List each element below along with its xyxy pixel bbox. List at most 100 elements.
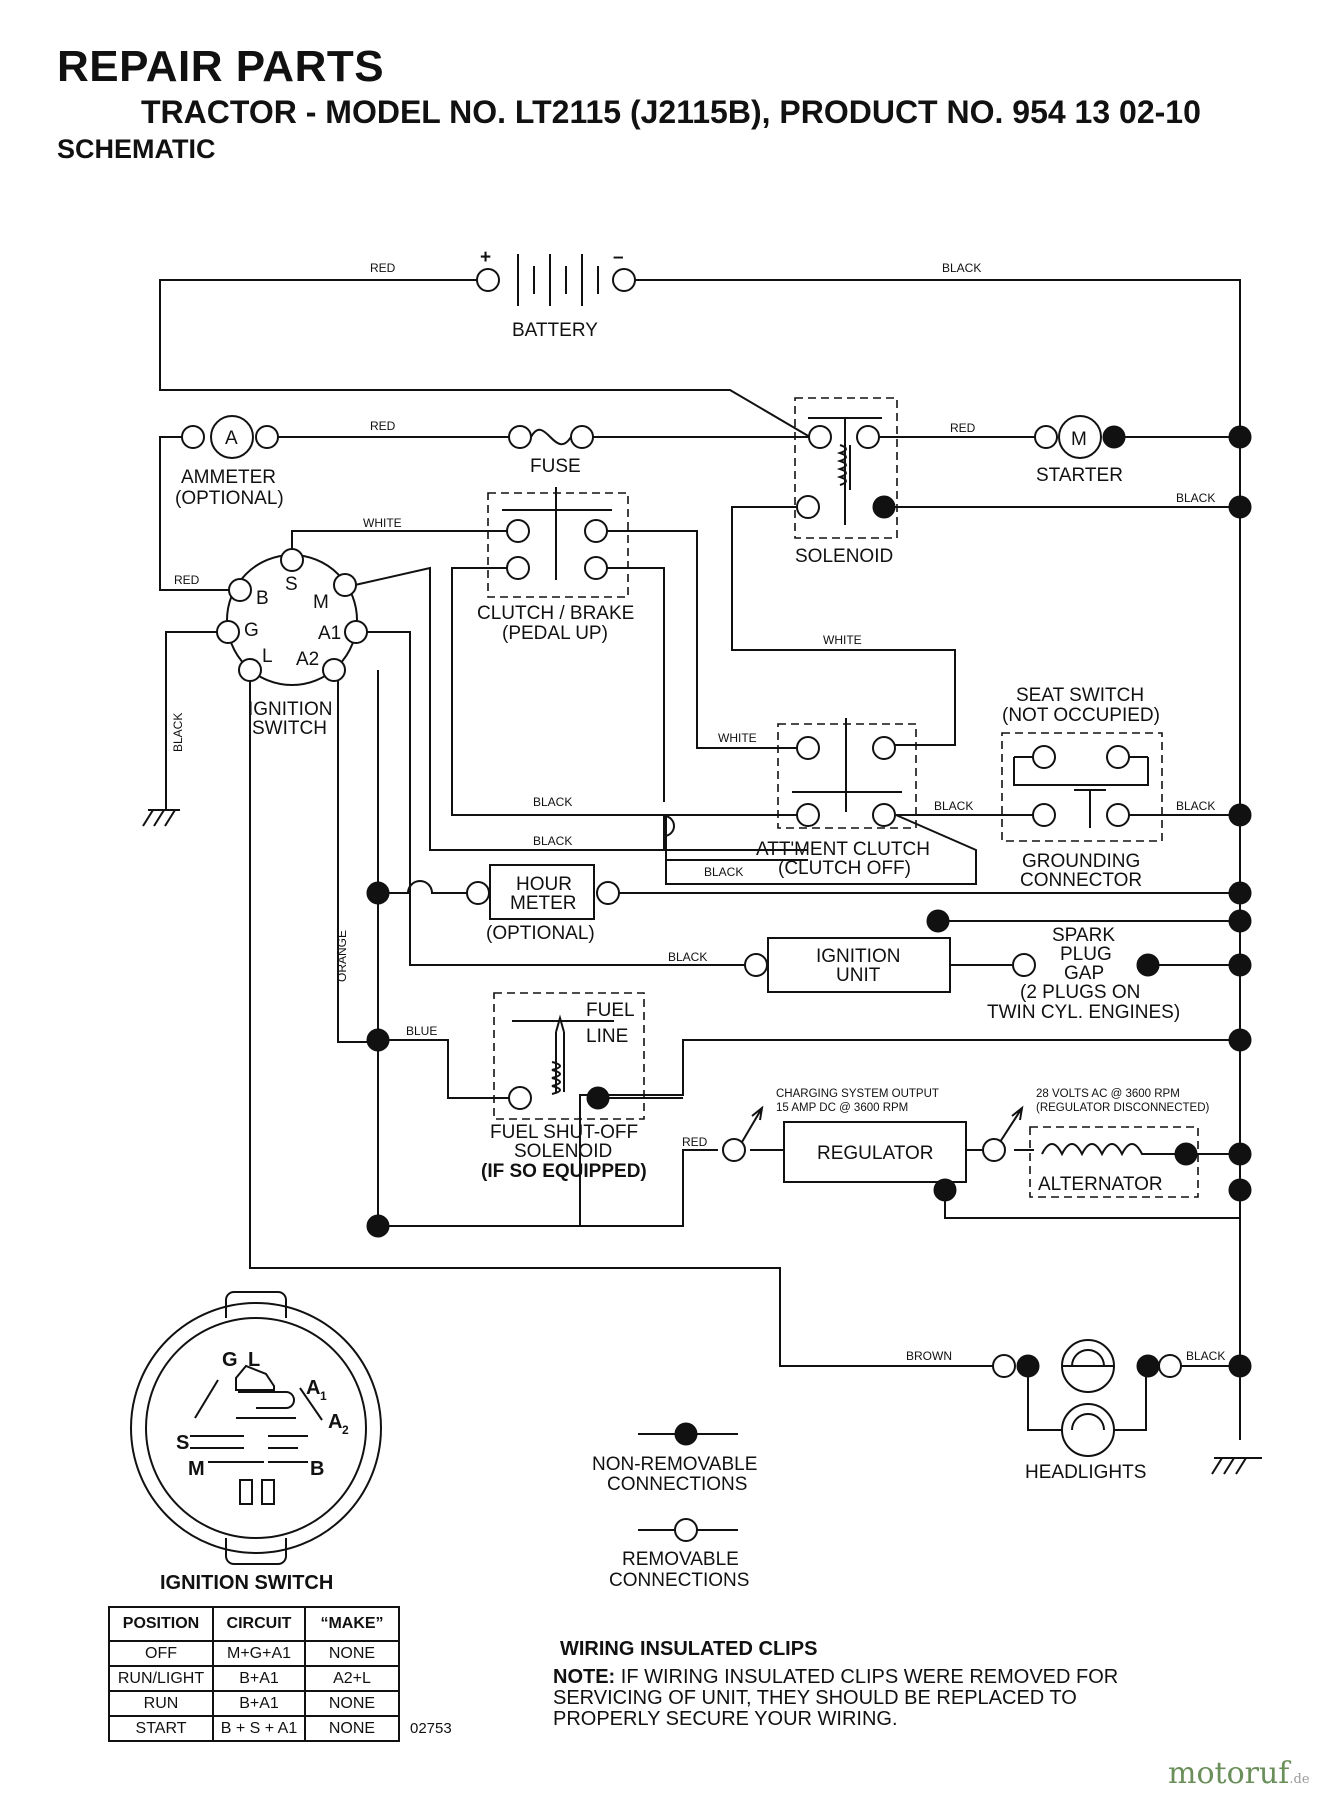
alternator-output-line2: (REGULATOR DISCONNECTED) (1036, 1102, 1210, 1114)
battery-label: BATTERY (512, 320, 598, 341)
spark-line5: TWIN CYL. ENGINES) (987, 1002, 1180, 1023)
table-row: RUN B+A1 NONE (108, 1690, 400, 1717)
wire-att-clutch-bottom (665, 814, 977, 885)
regulator-label: REGULATOR (817, 1143, 934, 1164)
wire-label: RED (370, 419, 396, 433)
face-label-g: G (222, 1349, 238, 1371)
column-header: “MAKE” (304, 1606, 400, 1642)
att-clutch-note: (CLUTCH OFF) (778, 858, 911, 879)
label-b: B (256, 588, 269, 609)
wire-battery-negative (624, 279, 1241, 1440)
spark-line3: GAP (1064, 963, 1104, 984)
wire-label: WHITE (823, 633, 862, 647)
ignition-switch-label1: IGNITION (248, 699, 332, 720)
seat-switch: SEAT SWITCH (NOT OCCUPIED) GROUNDING CON… (1001, 685, 1163, 891)
table-cell: NONE (304, 1690, 400, 1717)
wire-label: BROWN (906, 1349, 952, 1363)
battery-cells (517, 254, 599, 306)
wire-label: BLACK (533, 795, 572, 809)
charging-output-line1: CHARGING SYSTEM OUTPUT (776, 1088, 939, 1100)
table-cell: B + S + A1 (212, 1715, 306, 1742)
solenoid: SOLENOID (794, 397, 898, 567)
starter-label: STARTER (1036, 465, 1123, 486)
fuse-label: FUSE (530, 456, 581, 477)
face-label-a2-sub: 2 (342, 1423, 349, 1437)
terminal-a1 (344, 620, 368, 644)
wire-label: BLACK (171, 713, 185, 752)
table-cell: RUN/LIGHT (108, 1665, 214, 1692)
wire-ammeter-to-switch (159, 436, 238, 591)
battery-minus-label: – (613, 247, 624, 268)
alternator: ALTERNATOR (1029, 1126, 1199, 1198)
grounding-label1: GROUNDING (1022, 851, 1140, 872)
watermark-tld: .de (1289, 1772, 1310, 1787)
wire-battery-positive (159, 279, 811, 438)
legend-removable-2: CONNECTIONS (609, 1570, 749, 1591)
table-row: START B + S + A1 NONE (108, 1715, 400, 1742)
hour-meter-line1: HOUR (516, 874, 572, 895)
starter: M STARTER (1034, 415, 1126, 486)
terminal-m (333, 573, 357, 597)
regulator: CHARGING SYSTEM OUTPUT 15 AMP DC @ 3600 … (722, 1088, 1210, 1202)
terminal-b (228, 578, 252, 602)
model-subtitle: TRACTOR - MODEL NO. LT2115 (J2115B), PRO… (141, 94, 1201, 130)
ignition-unit-line2: UNIT (836, 965, 881, 986)
page-title: REPAIR PARTS (57, 42, 385, 91)
spark-plug: SPARK PLUG GAP (2 PLUGS ON TWIN CYL. ENG… (987, 925, 1180, 1023)
wire-hour-meter (378, 880, 470, 894)
battery: + – BATTERY (476, 247, 636, 341)
face-label-s: S (176, 1432, 189, 1454)
terminal-s (280, 548, 304, 572)
wire-m-terminal (354, 566, 808, 851)
wire-seat-switch (1013, 757, 1149, 786)
clips-note: NOTE: IF WIRING INSULATED CLIPS WERE REM… (553, 1667, 1173, 1730)
column-header: POSITION (108, 1606, 214, 1642)
grounding-label2: CONNECTOR (1020, 870, 1142, 891)
fuel-line-label2: LINE (586, 1026, 628, 1047)
table-header-row: POSITION CIRCUIT “MAKE” (108, 1606, 400, 1642)
wire-label: BLACK (704, 865, 743, 879)
table-cell: B+A1 (212, 1665, 306, 1692)
table-cell: M+G+A1 (212, 1640, 306, 1667)
wire-label: RED (950, 421, 976, 435)
hour-meter-line2: METER (510, 893, 577, 914)
clutch-brake-note: (PEDAL UP) (502, 623, 608, 644)
ignition-unit-line1: IGNITION (816, 946, 900, 967)
terminal-a2 (322, 658, 346, 682)
headlights-label: HEADLIGHTS (1025, 1462, 1146, 1483)
ignition-switch-table: POSITION CIRCUIT “MAKE” OFF M+G+A1 NONE … (108, 1606, 400, 1742)
spark-line1: SPARK (1052, 925, 1115, 946)
wire-label: BLACK (668, 950, 707, 964)
ignition-unit: IGNITION UNIT (744, 937, 951, 993)
table-cell: START (108, 1715, 214, 1742)
wire-label: BLUE (406, 1024, 437, 1038)
wire-label: WHITE (363, 516, 402, 530)
wire-regulator-red (378, 1149, 718, 1227)
face-label-a1: A (306, 1377, 320, 1399)
wire-label: RED (682, 1135, 708, 1149)
section-heading: SCHEMATIC (57, 134, 216, 164)
wire-label: BLACK (1186, 1349, 1225, 1363)
table-cell: OFF (108, 1640, 214, 1667)
ignition-switch-label2: SWITCH (252, 718, 327, 739)
wire-label: BLACK (934, 799, 973, 813)
face-label-a1-sub: 1 (320, 1389, 327, 1403)
watermark-main: motoruf (1168, 1756, 1290, 1791)
table-cell: A2+L (304, 1665, 400, 1692)
ammeter-note: (OPTIONAL) (175, 488, 284, 509)
clips-note-text: IF WIRING INSULATED CLIPS WERE REMOVED F… (553, 1666, 1119, 1730)
label-l: L (262, 646, 273, 667)
ammeter-label: AMMETER (181, 467, 276, 488)
wire-label: BLACK (533, 834, 572, 848)
label-a2: A2 (296, 649, 319, 670)
wire-paths (142, 279, 1262, 1475)
removable-dot (674, 1518, 698, 1542)
clips-title: WIRING INSULATED CLIPS (560, 1638, 818, 1660)
non-removable-dot (674, 1422, 698, 1446)
wire-clutch-lower-right (596, 567, 665, 802)
face-label-m: M (188, 1458, 205, 1480)
wire-color-labels: RED BLACK RED RED BLACK WHITE RED WHITE … (171, 261, 1225, 1363)
column-header: CIRCUIT (212, 1606, 306, 1642)
wire-a1 (360, 631, 756, 966)
